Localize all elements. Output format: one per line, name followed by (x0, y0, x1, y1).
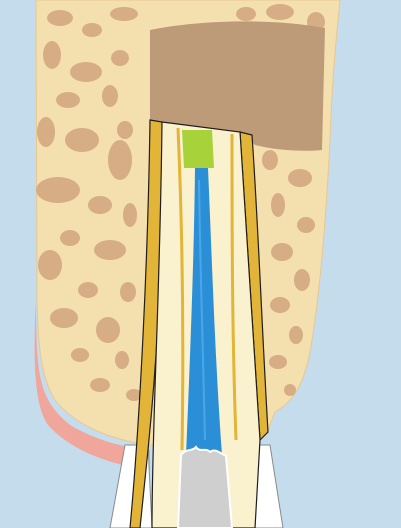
bone-pore (37, 117, 55, 147)
bone-pore (123, 203, 137, 227)
bone-pore (120, 282, 136, 302)
bone-pore (96, 317, 120, 343)
green-plug (182, 130, 214, 168)
bone-pore (102, 85, 118, 107)
bone-pore (60, 230, 80, 246)
bone-pore (43, 41, 61, 69)
bone-pore (108, 140, 132, 180)
bone-pore (47, 10, 73, 26)
bone-pore (270, 297, 290, 313)
bone-pore (297, 217, 315, 233)
bone-pore (284, 384, 296, 396)
bone-pore (65, 128, 99, 152)
bone-pore (271, 193, 285, 217)
bone-pore (50, 308, 78, 328)
bone-pore (294, 269, 310, 291)
bone-pore (271, 243, 293, 261)
bone-pore (262, 150, 278, 170)
bone-pore (289, 326, 303, 344)
bone-pore (36, 177, 80, 203)
bone-pore (56, 92, 80, 108)
bone-pore (288, 169, 312, 187)
bone-pore (82, 23, 102, 37)
bone-pore (78, 282, 98, 298)
bone-pore (117, 121, 133, 139)
bone-pore (94, 240, 126, 260)
bone-pore (236, 7, 256, 21)
bone-pore (266, 4, 294, 20)
bone-pore (110, 7, 138, 21)
bone-pore (115, 351, 129, 369)
bone-pore (90, 378, 110, 392)
bone-pore (71, 348, 89, 362)
bone-pore (269, 355, 287, 369)
bone-pore (111, 50, 129, 66)
bone-pore (38, 250, 62, 280)
gray-apex (178, 447, 232, 528)
bone-pore (88, 196, 112, 214)
bone-pore (70, 62, 102, 82)
